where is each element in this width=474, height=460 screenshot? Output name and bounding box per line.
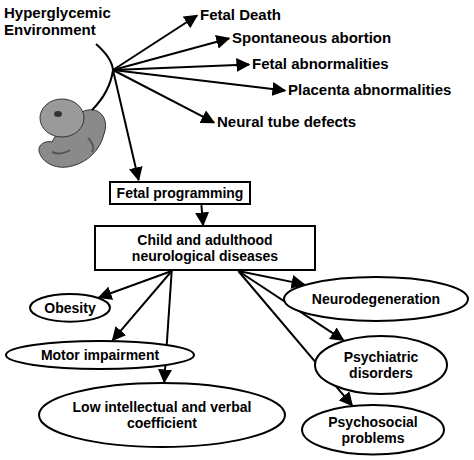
node-text: Psychosocial problems <box>323 414 423 446</box>
connector-arrow <box>201 205 203 225</box>
node-text: Obesity <box>44 300 95 316</box>
outcome-ellipse: Psychosocial problems <box>301 404 445 455</box>
outcome-label: Placenta abnormalities <box>288 81 451 98</box>
cord-line <box>96 44 113 70</box>
outcome-arrow <box>113 64 249 70</box>
outcome-label: Neural tube defects <box>217 113 356 130</box>
process-box: Child and adulthood neurological disease… <box>94 225 316 271</box>
node-text: Fetal programming <box>117 185 244 201</box>
node-text: Psychiatric disorders <box>336 349 426 381</box>
outcome-label: Spontaneous abortion <box>232 29 391 46</box>
outcome-ellipse: Motor impairment <box>5 340 195 370</box>
process-box: Fetal programming <box>109 181 252 205</box>
embryo-figure <box>39 70 113 167</box>
outcome-arrow <box>113 70 214 122</box>
connector-arrow <box>113 271 172 340</box>
outcome-ellipse: Low intellectual and verbal coefficient <box>38 382 286 448</box>
node-text: Motor impairment <box>41 347 159 363</box>
outcome-label: Fetal Death <box>200 6 281 23</box>
outcome-arrow <box>113 70 285 90</box>
outcome-arrow <box>113 15 197 70</box>
title-label: Hyperglycemic Environment <box>4 4 124 39</box>
outcome-ellipse: Psychiatric disorders <box>314 335 448 395</box>
programming-arrow <box>113 70 139 180</box>
outcome-ellipse: Neurodegeneration <box>283 276 469 322</box>
outcome-label: Fetal abnormalities <box>252 55 389 72</box>
node-text: Low intellectual and verbal coefficient <box>72 399 252 431</box>
node-text: Neurodegeneration <box>312 291 440 307</box>
node-text: Child and adulthood neurological disease… <box>105 232 305 264</box>
outcome-ellipse: Obesity <box>29 293 111 323</box>
